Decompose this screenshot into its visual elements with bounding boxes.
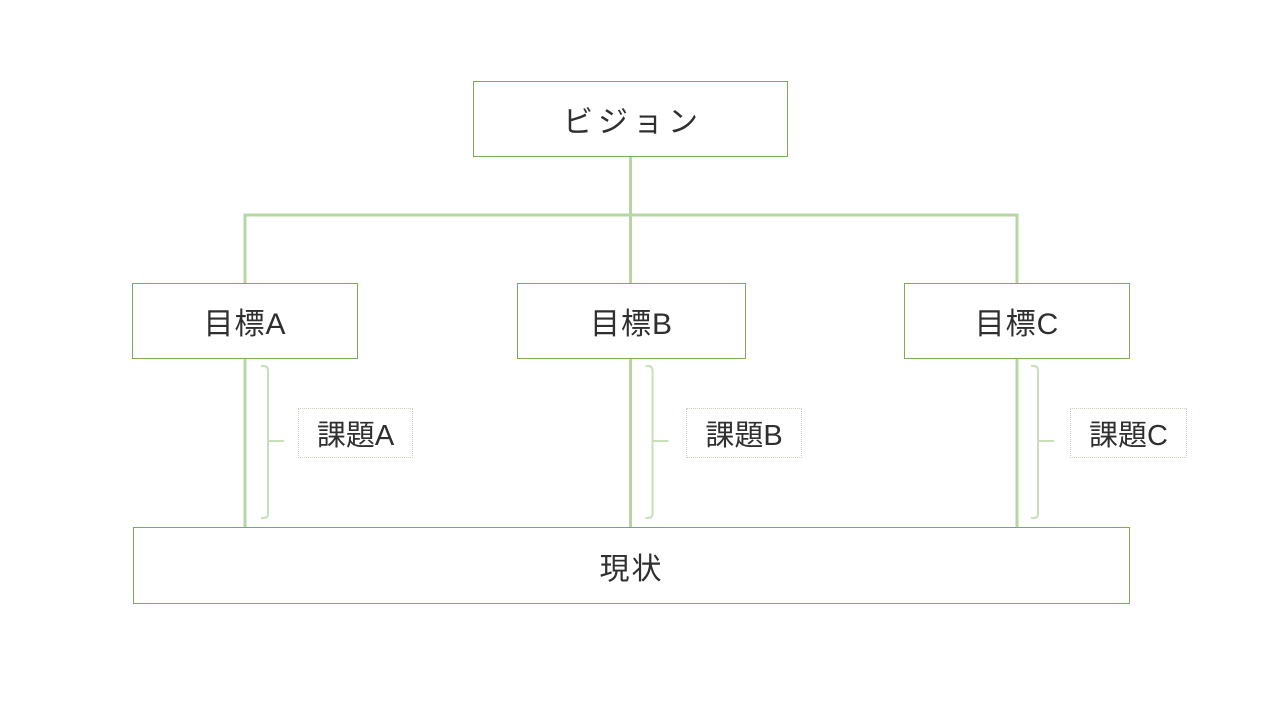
bracket-goal-c xyxy=(1031,365,1054,519)
bracket-goal-b xyxy=(645,365,669,519)
current-state-box: 現状 xyxy=(133,527,1130,604)
issue-box-c: 課題C xyxy=(1070,408,1187,458)
goal-a-label: 目標A xyxy=(203,308,287,341)
goal-box-a: 目標A xyxy=(132,283,358,359)
vision-label: ビジョン xyxy=(563,106,703,139)
goal-box-c: 目標C xyxy=(904,283,1130,359)
issue-box-b: 課題B xyxy=(686,408,802,458)
current-state-label: 現状 xyxy=(599,552,664,586)
bracket-goal-a xyxy=(261,365,284,519)
goal-box-b: 目標B xyxy=(517,283,746,359)
issue-c-label: 課題C xyxy=(1089,420,1168,452)
issue-a-label: 課題A xyxy=(316,420,395,452)
issue-b-label: 課題B xyxy=(705,420,783,452)
issue-box-a: 課題A xyxy=(298,408,413,458)
vision-box: ビジョン xyxy=(473,81,788,157)
goal-b-label: 目標B xyxy=(589,308,673,341)
goal-c-label: 目標C xyxy=(974,308,1060,341)
